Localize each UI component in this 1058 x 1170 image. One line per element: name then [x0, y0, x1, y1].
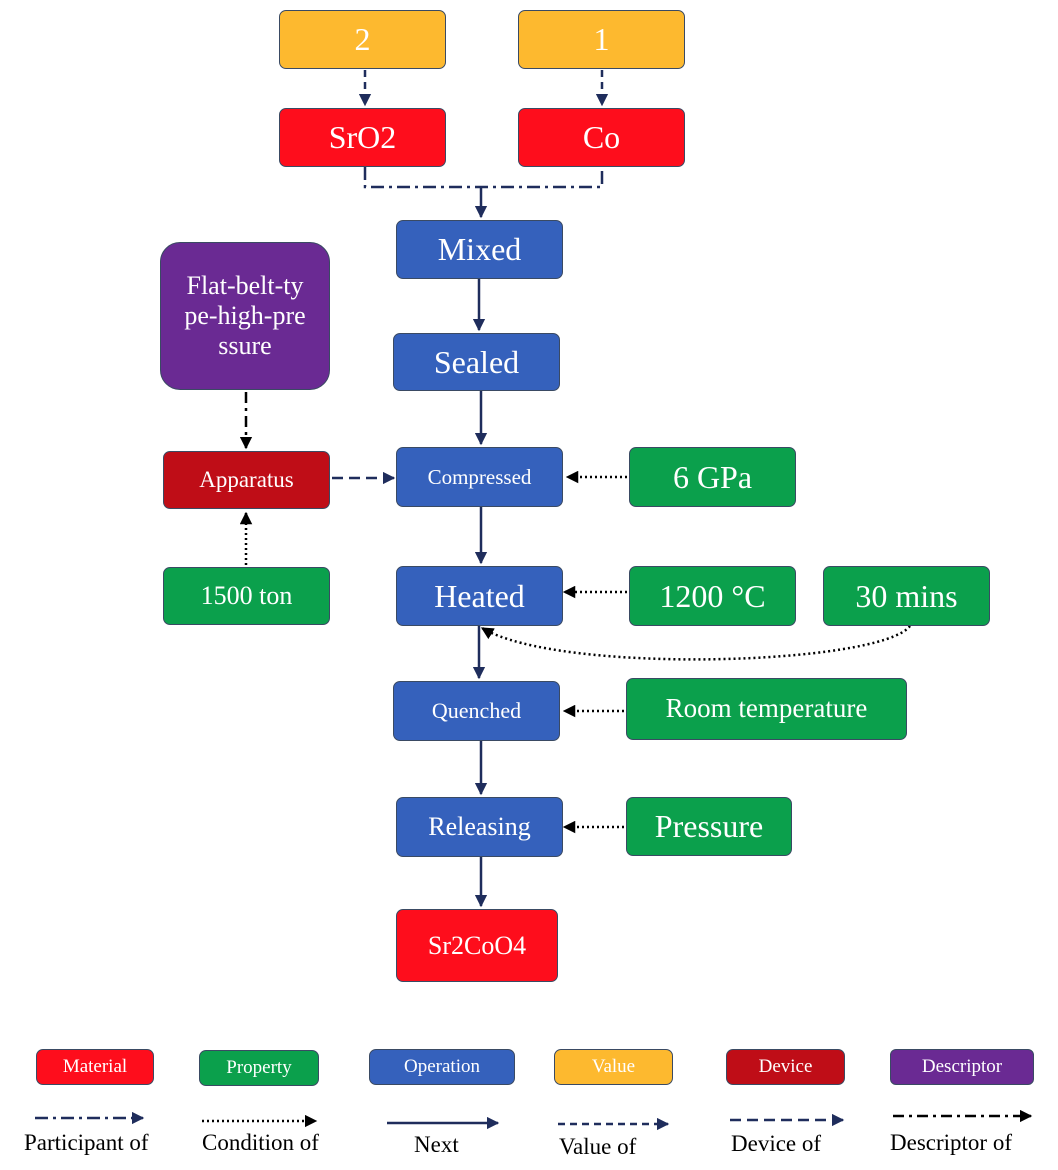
legend-device-swatch: Device: [726, 1049, 845, 1085]
property-node-30-mins: 30 mins: [823, 566, 990, 626]
edge-condition-of-30mins-heated: [480, 625, 911, 661]
legend-material-swatch: Material: [36, 1049, 154, 1085]
legend-participant-of-label: Participant of: [24, 1130, 149, 1155]
value-node-2: 2: [279, 10, 446, 69]
operation-node-sealed: Sealed: [393, 333, 560, 391]
material-node-sr2coo4: Sr2CoO4: [396, 909, 558, 982]
operation-node-releasing: Releasing: [396, 797, 563, 857]
legend-device-of-label: Device of: [731, 1131, 822, 1156]
property-node-6-gpa: 6 GPa: [629, 447, 796, 507]
legend-descriptor-of-label: Descriptor of: [890, 1130, 1012, 1155]
operation-node-heated: Heated: [396, 566, 563, 626]
material-node-co: Co: [518, 108, 685, 167]
property-node-1200-c: 1200 °C: [629, 566, 796, 626]
legend-descriptor-swatch: Descriptor: [890, 1049, 1034, 1085]
legend-condition-of-label: Condition of: [202, 1130, 319, 1155]
device-node-apparatus: Apparatus: [163, 451, 330, 509]
operation-node-compressed: Compressed: [396, 447, 563, 507]
property-node-pressure: Pressure: [626, 797, 792, 856]
legend-value-of-label: Value of: [559, 1134, 637, 1159]
value-node-1: 1: [518, 10, 685, 69]
operation-node-quenched: Quenched: [393, 681, 560, 741]
legend-operation-swatch: Operation: [369, 1049, 515, 1085]
edge-participant-of-materials-mixed: [363, 167, 604, 189]
property-node-room-temperature: Room temperature: [626, 678, 907, 740]
descriptor-node-flat-belt: Flat-belt-type-high-pressure: [160, 242, 330, 390]
legend-property-swatch: Property: [199, 1050, 319, 1086]
operation-node-mixed: Mixed: [396, 220, 563, 279]
property-node-1500-ton: 1500 ton: [163, 567, 330, 625]
material-node-sro2: SrO2: [279, 108, 446, 167]
legend-value-swatch: Value: [554, 1049, 673, 1085]
legend-next-label: Next: [414, 1132, 459, 1157]
